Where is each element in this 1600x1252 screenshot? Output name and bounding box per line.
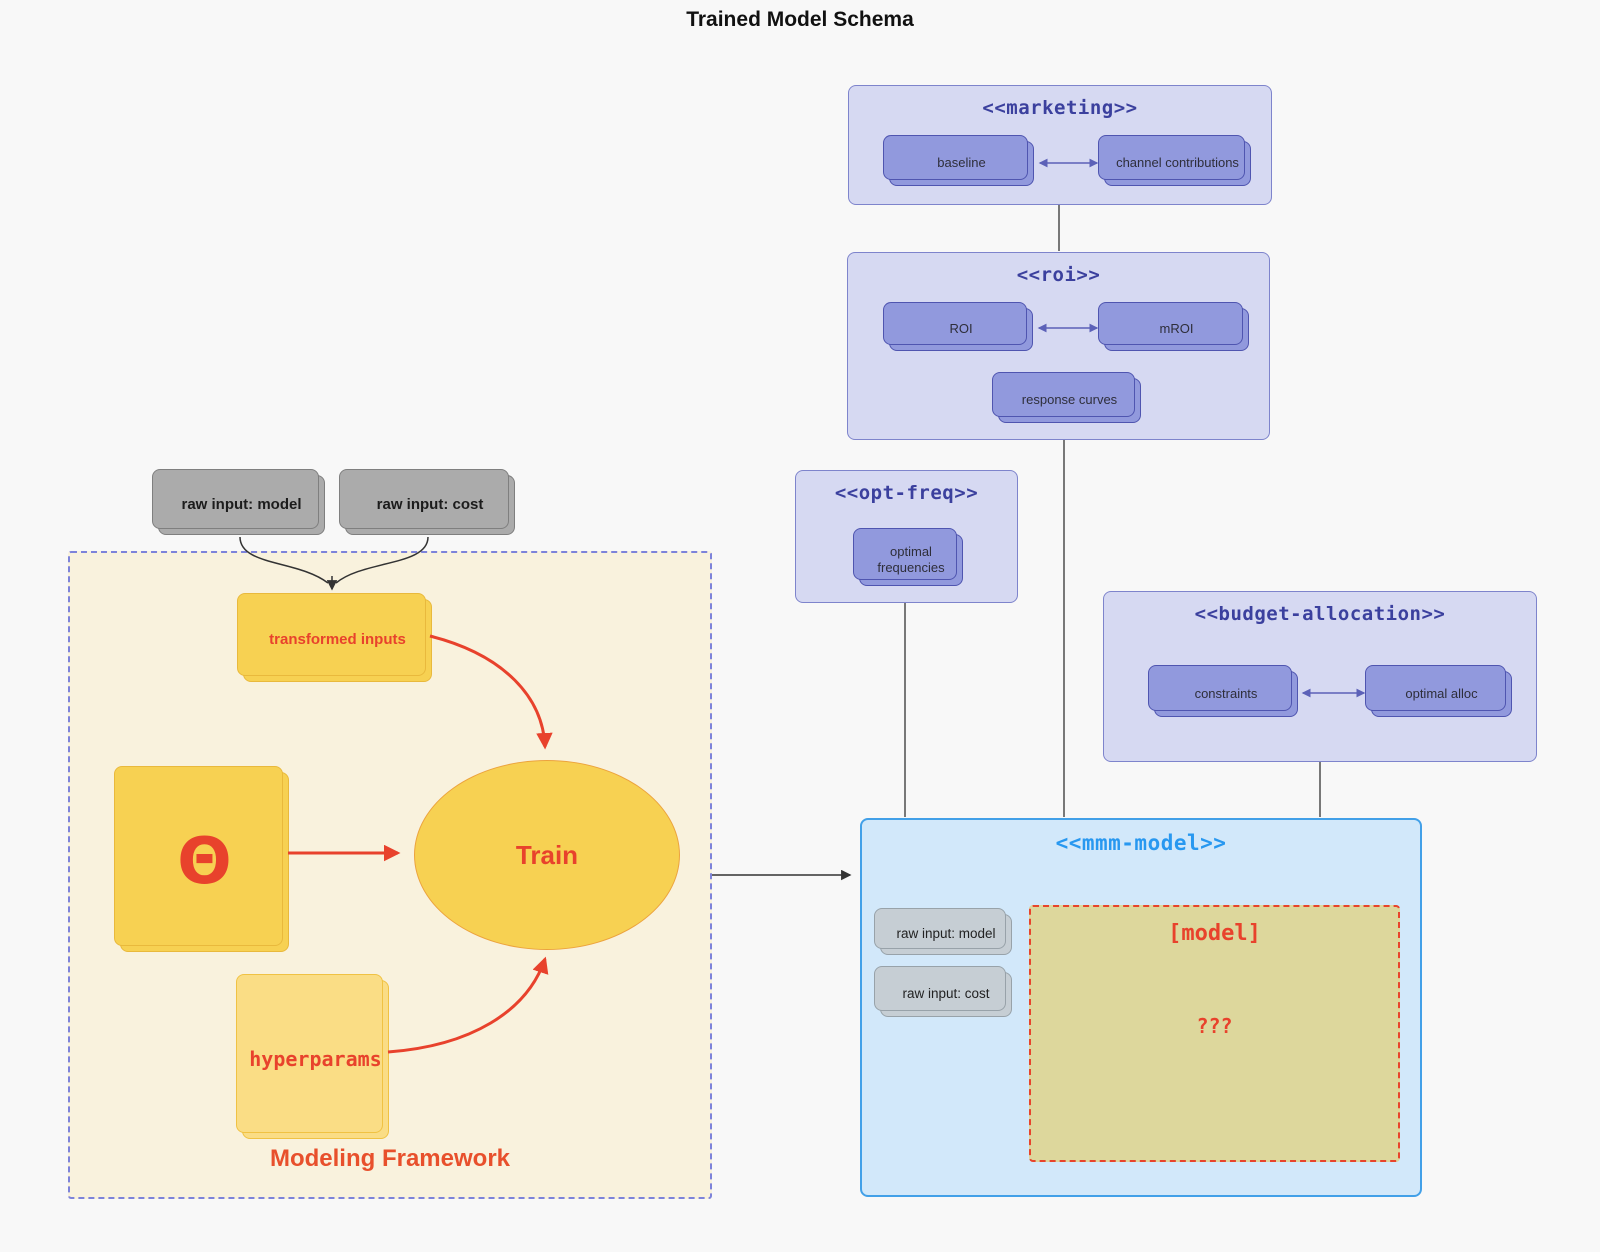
node-hyperparams: hyperparams — [236, 974, 389, 1139]
group-budget-allocation: <<budget-allocation>> constraints optima… — [1103, 591, 1537, 762]
node-raw-input-model: raw input: model — [152, 469, 325, 535]
node-constraints: constraints — [1148, 665, 1298, 717]
group-budget-allocation-title: <<budget-allocation>> — [1194, 603, 1446, 625]
page-title: Trained Model Schema — [686, 8, 914, 31]
group-roi: <<roi>> ROI mROI response curves — [847, 252, 1270, 440]
node-response-curves: response curves — [992, 372, 1141, 423]
node-optimal-alloc-label: optimal alloc — [1405, 685, 1478, 701]
node-optimal-alloc: optimal alloc — [1365, 665, 1512, 717]
node-hyperparams-label: hyperparams — [249, 1047, 382, 1071]
group-opt-freq-title: <<opt-freq>> — [834, 482, 979, 504]
modeling-framework-label: Modeling Framework — [269, 1145, 511, 1172]
group-mmm-model: <<mmm-model>> raw input: model raw input… — [860, 818, 1422, 1197]
node-transformed-inputs-label: transformed inputs — [269, 631, 406, 649]
group-opt-freq: <<opt-freq>> optimal frequencies — [795, 470, 1018, 603]
node-raw-input-model-label: raw input: model — [181, 495, 302, 513]
node-optimal-frequencies: optimal frequencies — [853, 528, 963, 586]
theta-symbol: Θ — [177, 825, 232, 899]
node-mmm-raw-input-cost-label: raw input: cost — [902, 986, 990, 1002]
node-mmm-raw-input-cost: raw input: cost — [874, 966, 1012, 1017]
node-model-placeholder: [model] ??? — [1029, 905, 1400, 1162]
node-baseline-label: baseline — [937, 155, 986, 171]
node-mmm-raw-input-model-label: raw input: model — [896, 926, 996, 942]
node-transformed-inputs: transformed inputs — [237, 593, 432, 682]
node-roi-label: ROI — [949, 321, 973, 337]
node-train-label: Train — [515, 839, 579, 870]
node-mroi: mROI — [1098, 302, 1249, 351]
node-constraints-label: constraints — [1194, 685, 1258, 701]
node-channel-contributions: channel contributions — [1098, 135, 1251, 186]
group-marketing: <<marketing>> baseline channel contribut… — [848, 85, 1272, 205]
node-model-unknown-label: ??? — [1196, 1014, 1233, 1038]
node-model-placeholder-label: [model] — [1168, 921, 1261, 946]
group-modeling-framework: transformed inputs Θ Train hyperparams M… — [68, 551, 712, 1199]
node-raw-input-cost-label: raw input: cost — [376, 495, 484, 513]
node-roi: ROI — [883, 302, 1033, 351]
node-baseline: baseline — [883, 135, 1034, 186]
node-optimal-frequencies-label: optimal frequencies — [877, 543, 945, 575]
node-mroi-label: mROI — [1159, 321, 1194, 337]
node-response-curves-label: response curves — [1021, 392, 1118, 408]
node-mmm-raw-input-model: raw input: model — [874, 908, 1012, 955]
node-train: Train — [414, 760, 680, 950]
node-raw-input-cost: raw input: cost — [339, 469, 515, 535]
node-channel-contributions-label: channel contributions — [1116, 155, 1239, 171]
group-roi-title: <<roi>> — [1016, 264, 1101, 286]
group-mmm-model-title: <<mmm-model>> — [1055, 831, 1227, 855]
node-theta: Θ — [114, 766, 289, 952]
group-marketing-title: <<marketing>> — [982, 97, 1138, 119]
